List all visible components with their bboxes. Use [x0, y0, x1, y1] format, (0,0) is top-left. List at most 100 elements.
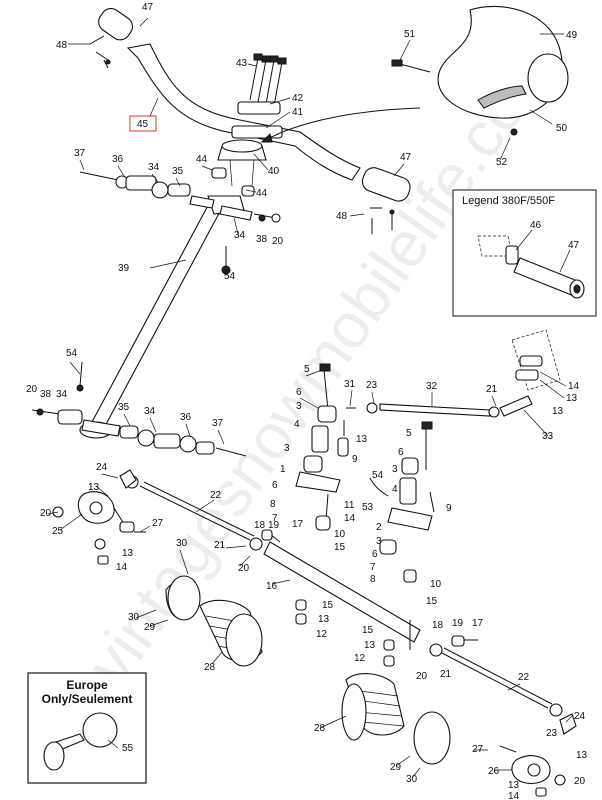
label-38: 38 [256, 234, 268, 245]
label-35: 35 [172, 166, 184, 177]
label-20c: 20 [40, 508, 52, 519]
label-17b: 17 [472, 618, 484, 629]
label-13e: 13 [122, 548, 134, 559]
label-29b: 29 [390, 762, 402, 773]
label-14d: 14 [508, 791, 520, 800]
label-6: 6 [296, 387, 302, 398]
label-13g: 13 [364, 640, 376, 651]
label-3: 3 [296, 401, 302, 412]
label-32: 32 [426, 381, 438, 392]
label-27b: 27 [472, 744, 484, 755]
label-13b: 13 [552, 406, 564, 417]
label-43: 43 [236, 58, 248, 69]
label-30c: 30 [406, 774, 418, 785]
label-4: 4 [294, 419, 300, 430]
legend-title: Legend 380F/550F [462, 195, 555, 207]
label-30: 30 [176, 538, 188, 549]
label-47b: 47 [400, 152, 412, 163]
label-3d: 3 [376, 536, 382, 547]
label-15: 15 [334, 542, 346, 553]
clamp-bolts [249, 53, 287, 107]
label-12: 12 [316, 629, 328, 640]
legend-label-47: 47 [568, 240, 580, 251]
label-21b: 21 [214, 540, 226, 551]
label-36: 36 [112, 154, 124, 165]
label-5: 5 [304, 364, 310, 375]
label-13i: 13 [508, 780, 520, 791]
label-28: 28 [204, 662, 216, 673]
label-9: 9 [352, 454, 358, 465]
label-5b: 5 [406, 428, 412, 439]
label-38b: 38 [40, 389, 52, 400]
handlebar-assembly [89, 7, 411, 234]
europe-title-line1: Europe [66, 678, 108, 692]
label-19: 19 [268, 520, 280, 531]
grip-detail [391, 5, 569, 136]
label-40: 40 [268, 166, 280, 177]
label-15b: 15 [426, 596, 438, 607]
left-boot [165, 575, 263, 667]
label-54c: 54 [372, 470, 384, 481]
label-1: 1 [280, 464, 286, 475]
label-10: 10 [334, 529, 346, 540]
label-3c: 3 [392, 464, 398, 475]
europe-label-55: 55 [122, 743, 134, 754]
label-8b: 8 [370, 574, 376, 585]
lower-link-chain [31, 361, 247, 457]
label-14c: 14 [116, 562, 128, 573]
label-6d: 6 [372, 549, 378, 560]
label-20f: 20 [574, 776, 586, 787]
label-29: 29 [144, 622, 156, 633]
europe-title-line2: Only/Seulement [42, 692, 133, 706]
label-39: 39 [118, 263, 130, 274]
europe-box: Europe Only/Seulement 55 [27, 672, 147, 784]
label-15d: 15 [362, 625, 374, 636]
label-21c: 21 [440, 669, 452, 680]
label-35b: 35 [118, 402, 130, 413]
upper-link-chain [79, 171, 281, 275]
label-47: 47 [142, 2, 154, 13]
label-37b: 37 [212, 418, 224, 429]
label-13f: 13 [318, 614, 330, 625]
label-53: 53 [362, 502, 374, 513]
label-13: 13 [566, 393, 578, 404]
label-16: 16 [266, 581, 278, 592]
label-2: 2 [376, 522, 382, 533]
label-34c: 34 [56, 389, 68, 400]
label-11: 11 [344, 500, 355, 511]
label-14b: 14 [344, 513, 356, 524]
label-24: 24 [96, 462, 108, 473]
left-spindle-arm [52, 491, 146, 565]
label-19b: 19 [452, 618, 464, 629]
label-23b: 23 [546, 728, 558, 739]
legend-label-46: 46 [530, 220, 542, 231]
label-36b: 36 [180, 412, 192, 423]
detail-arrow [261, 107, 421, 143]
label-41: 41 [292, 107, 304, 118]
label-31: 31 [344, 379, 356, 390]
label-13d: 13 [88, 482, 100, 493]
label-18b: 18 [432, 620, 444, 631]
right-grip [361, 167, 411, 202]
label-26: 26 [488, 766, 500, 777]
label-21: 21 [486, 384, 498, 395]
label-37: 37 [74, 148, 86, 159]
left-grip [98, 7, 134, 41]
label-28b: 28 [314, 723, 326, 734]
steering-column [79, 195, 245, 439]
label-33: 33 [542, 431, 554, 442]
right-link-assembly [295, 329, 561, 583]
label-48b: 48 [336, 211, 348, 222]
label-8: 8 [270, 499, 276, 510]
label-51: 51 [404, 29, 416, 40]
label-6c: 6 [272, 480, 278, 491]
highlight-box [129, 115, 157, 132]
label-17: 17 [292, 519, 304, 530]
label-23: 23 [366, 380, 378, 391]
label-20b: 20 [26, 384, 38, 395]
label-24b: 24 [574, 711, 586, 722]
label-7: 7 [272, 513, 278, 524]
label-44: 44 [196, 154, 208, 165]
label-34d: 34 [144, 406, 156, 417]
label-49: 49 [566, 30, 578, 41]
